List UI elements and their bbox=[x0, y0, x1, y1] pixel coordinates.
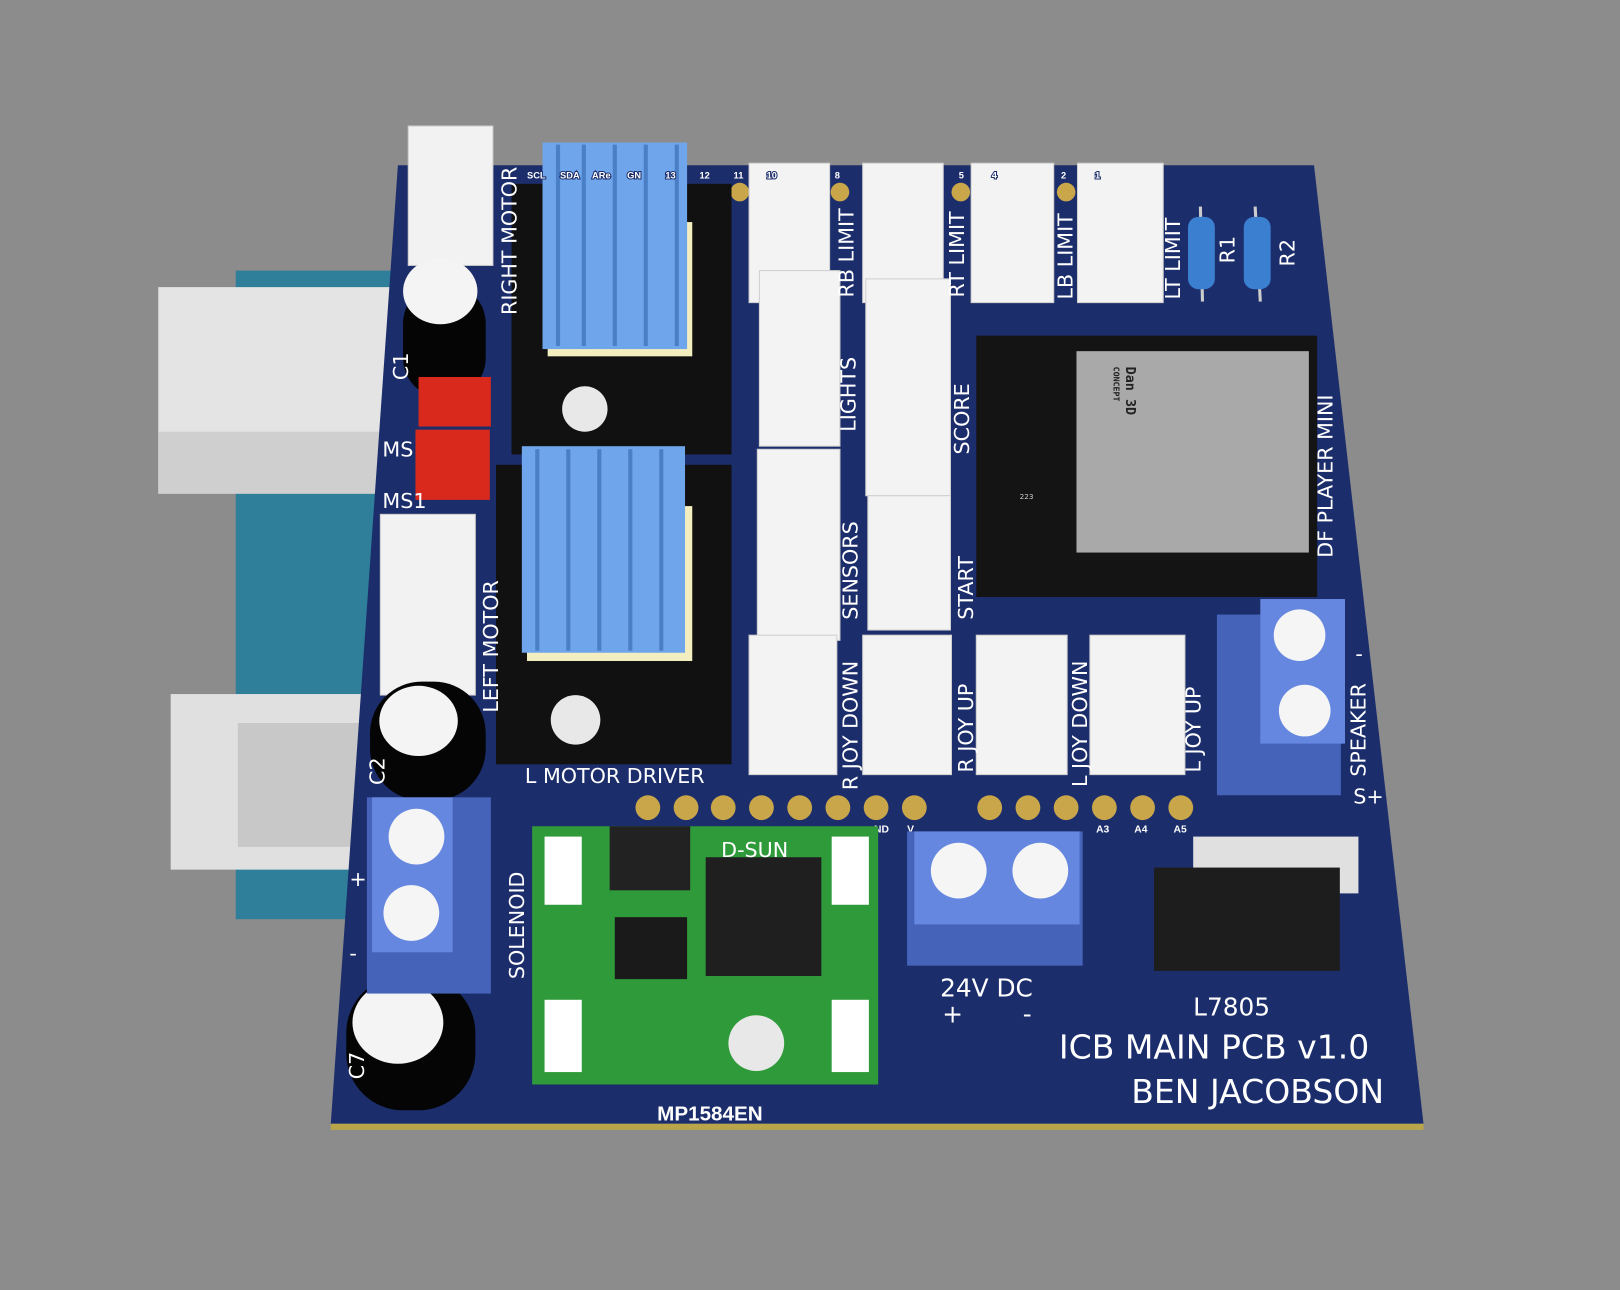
svg-text:11: 11 bbox=[734, 171, 744, 181]
capacitor-c7 bbox=[346, 976, 476, 1111]
c1-label: C1 bbox=[389, 353, 413, 381]
l7805-label: L7805 bbox=[1193, 992, 1270, 1021]
svg-text:ND: ND bbox=[874, 824, 889, 835]
sensors-label: SENSORS bbox=[839, 521, 863, 619]
lb-limit-label: LB LIMIT bbox=[1053, 213, 1077, 300]
score-connector bbox=[865, 278, 951, 497]
svg-text:SCL: SCL bbox=[527, 171, 546, 181]
top-header-pads bbox=[730, 182, 1076, 202]
svg-text:4: 4 bbox=[992, 171, 998, 181]
r-joy-up-connector bbox=[862, 634, 953, 776]
right-motor-driver bbox=[511, 142, 732, 455]
svg-text:8: 8 bbox=[835, 171, 840, 181]
dsun-label: D-SUN bbox=[721, 838, 788, 862]
right-motor-connector bbox=[407, 125, 494, 266]
capacitor-c1 bbox=[403, 258, 486, 398]
dc-plus-label: + bbox=[942, 999, 963, 1028]
rt-limit-label: RT LIMIT bbox=[945, 211, 969, 297]
l-joy-up-connector bbox=[1089, 634, 1186, 776]
svg-text:10: 10 bbox=[767, 171, 777, 181]
speaker-minus-label: - bbox=[1355, 642, 1362, 666]
l-joy-down-label: L JOY DOWN bbox=[1068, 661, 1092, 787]
df-player-mini-module: Dan 3D CONCEPT 223 bbox=[976, 335, 1318, 597]
mp1584-buck-module bbox=[532, 826, 879, 1085]
solenoid-label: SOLENOID bbox=[505, 872, 529, 980]
l-joy-up-label: L JOY UP bbox=[1181, 687, 1205, 773]
pcb-edge bbox=[330, 1123, 1424, 1130]
df-brand-2: CONCEPT bbox=[1112, 367, 1122, 402]
df-player-label: DF PLAYER MINI bbox=[1314, 394, 1338, 557]
dc-in-label: 24V DC bbox=[940, 974, 1033, 1003]
l7805-regulator bbox=[1153, 836, 1359, 971]
r-joy-down-label: R JOY DOWN bbox=[839, 661, 863, 790]
usb-connector-shadow bbox=[158, 431, 402, 494]
svg-text:A5: A5 bbox=[1174, 824, 1187, 835]
df-brand-1: Dan 3D bbox=[1122, 367, 1137, 415]
smd-code: 223 bbox=[1020, 492, 1034, 501]
start-label: START bbox=[954, 556, 978, 620]
c2-label: C2 bbox=[365, 757, 389, 785]
l-motor-driver-label: L MOTOR DRIVER bbox=[525, 764, 705, 788]
resistor-r2 bbox=[1243, 206, 1271, 302]
right-motor-label: RIGHT MOTOR bbox=[498, 167, 522, 315]
lt-limit-connector bbox=[1076, 162, 1164, 304]
sensors-connector bbox=[756, 448, 841, 641]
r-joy-up-label: R JOY UP bbox=[954, 684, 978, 773]
mp1584-label: MP1584EN bbox=[657, 1103, 763, 1126]
speaker-terminal bbox=[1216, 599, 1346, 796]
dc-minus-label: - bbox=[1023, 999, 1032, 1028]
top-pin-labels: SCL SDA ARe GN 13 12 11 10 8 5 4 2 1 bbox=[526, 170, 1101, 182]
svg-text:ARe: ARe bbox=[592, 171, 611, 181]
bottom-header-pads bbox=[635, 795, 1194, 821]
left-motor-connector bbox=[379, 513, 476, 696]
svg-text:2: 2 bbox=[1061, 171, 1066, 181]
capacitor-c2 bbox=[370, 681, 486, 801]
svg-text:13: 13 bbox=[665, 171, 675, 181]
dc-jack-barrel bbox=[237, 722, 373, 847]
svg-text:GN: GN bbox=[627, 171, 641, 181]
solenoid-terminal bbox=[366, 797, 491, 994]
solenoid-minus-label: - bbox=[349, 942, 356, 966]
ms-label: MS bbox=[382, 438, 413, 462]
r2-label: R2 bbox=[1275, 239, 1299, 266]
svg-text:5: 5 bbox=[959, 171, 964, 181]
svg-text:SDA: SDA bbox=[560, 171, 580, 181]
svg-text:1: 1 bbox=[1095, 171, 1100, 181]
solenoid-plus-label: + bbox=[349, 867, 366, 891]
r1-label: R1 bbox=[1215, 236, 1239, 263]
c7-label: C7 bbox=[345, 1052, 369, 1080]
lb-limit-connector bbox=[970, 162, 1055, 304]
r-joy-down-connector bbox=[748, 634, 838, 776]
score-label: SCORE bbox=[950, 383, 974, 454]
lights-connector bbox=[758, 270, 841, 447]
bottom-pin-labels: ND V A3 A4 A5 bbox=[874, 824, 1187, 835]
speaker-label: SPEAKER bbox=[1347, 683, 1371, 777]
jumper-ms-2 bbox=[415, 429, 490, 500]
rb-limit-label: RB LIMIT bbox=[834, 208, 858, 298]
speaker-plus-label: S+ bbox=[1353, 785, 1383, 809]
svg-text:V: V bbox=[907, 824, 914, 835]
left-motor-driver bbox=[496, 446, 732, 765]
l-joy-down-connector bbox=[975, 634, 1068, 776]
ms1-label: MS1 bbox=[382, 489, 426, 513]
lt-limit-label: LT LIMIT bbox=[1161, 217, 1185, 299]
svg-text:12: 12 bbox=[699, 171, 709, 181]
board-author: BEN JACOBSON bbox=[1131, 1072, 1384, 1111]
jumper-ms-1 bbox=[418, 376, 491, 427]
start-connector bbox=[867, 495, 951, 631]
dc-input-terminal bbox=[907, 831, 1083, 966]
svg-text:A4: A4 bbox=[1134, 824, 1147, 835]
svg-text:A3: A3 bbox=[1096, 824, 1109, 835]
lights-label: LIGHTS bbox=[836, 357, 860, 432]
left-motor-label: LEFT MOTOR bbox=[479, 580, 503, 712]
board-title: ICB MAIN PCB v1.0 bbox=[1059, 1028, 1369, 1067]
resistor-r1 bbox=[1188, 206, 1215, 302]
